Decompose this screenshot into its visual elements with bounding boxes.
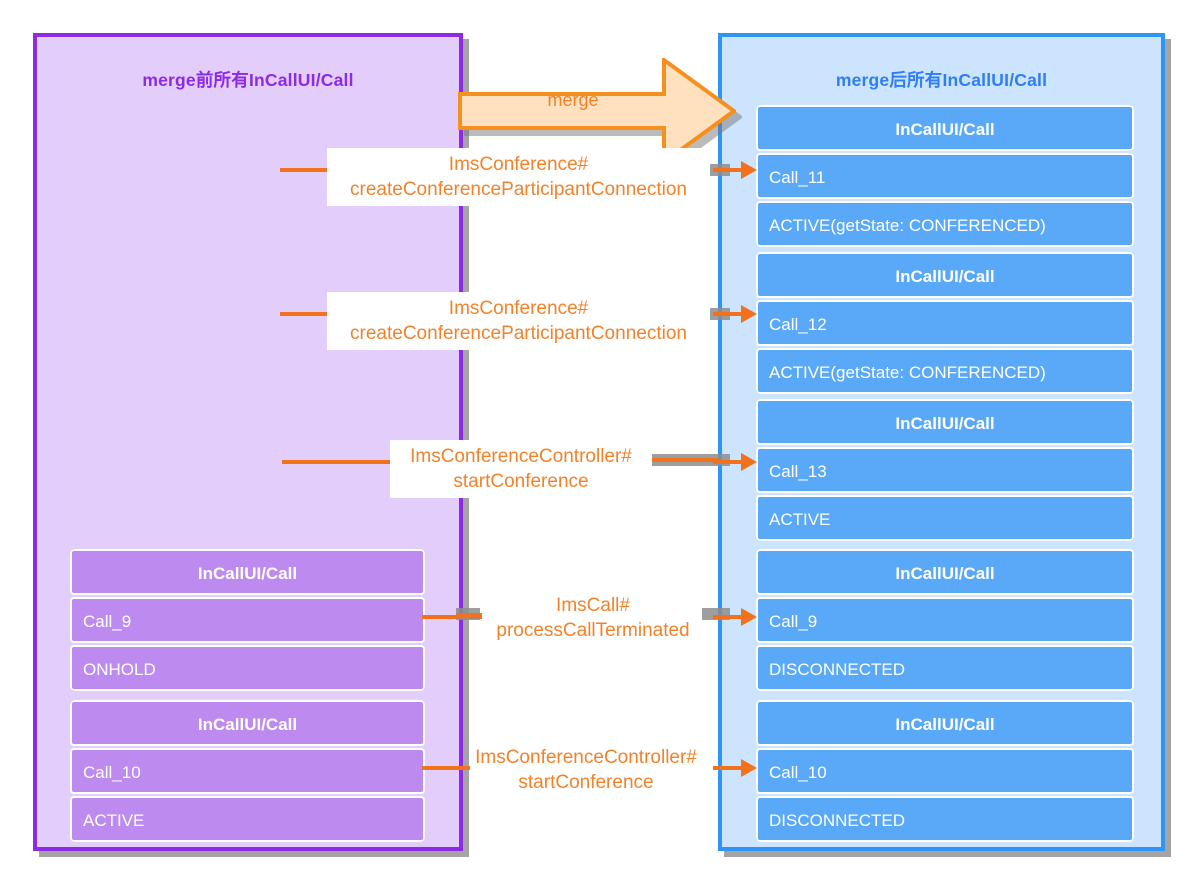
call-card-name: Call_9 [756, 597, 1134, 643]
call-card-header: InCallUI/Call [756, 549, 1134, 595]
callout-4: ImsCall# processCallTerminated [482, 593, 704, 643]
connector-line-2 [280, 312, 330, 316]
callout-5-line1: ImsConferenceController# [475, 747, 697, 768]
callout-2: ImsConference# createConferenceParticipa… [327, 292, 710, 350]
callout-1-line2: createConferenceParticipantConnection [350, 179, 687, 200]
callout-1: ImsConference# createConferenceParticipa… [327, 148, 710, 206]
connector-line-5 [422, 766, 470, 770]
call-card-right-2[interactable]: InCallUI/Call Call_13 ACTIVE [756, 399, 1134, 541]
callout-3-line2: startConference [453, 471, 589, 492]
callout-2-line1: ImsConference# [448, 298, 589, 319]
callout-5-line2: startConference [518, 772, 654, 793]
call-card-right-1[interactable]: InCallUI/Call Call_12 ACTIVE(getState: C… [756, 252, 1134, 394]
call-card-header: InCallUI/Call [70, 549, 425, 595]
call-card-header: InCallUI/Call [756, 700, 1134, 746]
callout-3: ImsConferenceController# startConference [390, 440, 652, 498]
call-card-name: Call_9 [70, 597, 425, 643]
call-card-name: Call_10 [70, 748, 425, 794]
callout-5: ImsConferenceController# startConference [460, 745, 712, 795]
callout-3-line1: ImsConferenceController# [410, 446, 632, 467]
panel-before-merge-title: merge前所有InCallUI/Call [142, 70, 354, 90]
call-card-header: InCallUI/Call [70, 700, 425, 746]
callout-2-line2: createConferenceParticipantConnection [350, 323, 687, 344]
panel-after-merge: merge后所有InCallUI/Call InCallUI/Call Call… [718, 33, 1165, 851]
connector-line-3 [282, 460, 392, 464]
callout-4-line1: ImsCall# [556, 595, 630, 616]
connector-line-1 [280, 168, 330, 172]
call-card-header: InCallUI/Call [756, 252, 1134, 298]
call-card-state: DISCONNECTED [756, 645, 1134, 691]
call-card-left-1[interactable]: InCallUI/Call Call_10 ACTIVE [70, 700, 425, 842]
call-card-state: ACTIVE(getState: CONFERENCED) [756, 201, 1134, 247]
call-card-right-0[interactable]: InCallUI/Call Call_11 ACTIVE(getState: C… [756, 105, 1134, 247]
call-card-state: ACTIVE [70, 796, 425, 842]
merge-arrow-icon [458, 58, 736, 164]
call-card-state: ACTIVE [756, 495, 1134, 541]
connector-line-4 [422, 615, 482, 619]
call-card-state: DISCONNECTED [756, 796, 1134, 842]
connector-arrowhead-1 [713, 161, 757, 179]
call-card-left-0[interactable]: InCallUI/Call Call_9 ONHOLD [70, 549, 425, 691]
callout-1-line1: ImsConference# [448, 154, 589, 175]
connector-line-4b [456, 613, 482, 617]
connector-arrowhead-2 [713, 305, 757, 323]
call-card-name: Call_13 [756, 447, 1134, 493]
call-card-state: ONHOLD [70, 645, 425, 691]
call-card-header: InCallUI/Call [756, 105, 1134, 151]
call-card-right-3[interactable]: InCallUI/Call Call_9 DISCONNECTED [756, 549, 1134, 691]
call-card-name: Call_10 [756, 748, 1134, 794]
connector-arrowhead-5 [713, 759, 757, 777]
connector-line-3b [648, 458, 718, 462]
connector-arrowhead-4 [713, 608, 757, 626]
connector-arrowhead-3 [713, 453, 757, 471]
callout-4-line2: processCallTerminated [496, 620, 690, 641]
call-card-state: ACTIVE(getState: CONFERENCED) [756, 348, 1134, 394]
call-card-name: Call_11 [756, 153, 1134, 199]
panel-after-merge-title: merge后所有InCallUI/Call [835, 70, 1048, 90]
call-card-right-4[interactable]: InCallUI/Call Call_10 DISCONNECTED [756, 700, 1134, 842]
call-card-name: Call_12 [756, 300, 1134, 346]
call-card-header: InCallUI/Call [756, 399, 1134, 445]
